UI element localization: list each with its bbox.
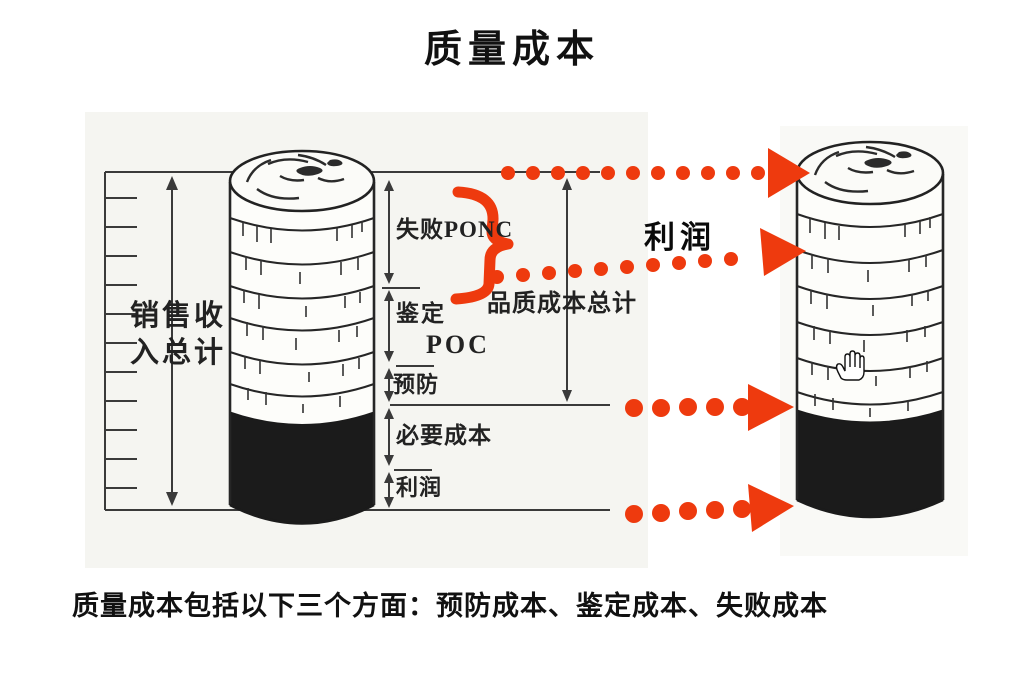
sales-revenue-label-line2: 入总计: [130, 337, 227, 369]
section-label-appraisal: 鉴定: [396, 301, 446, 326]
hand-cursor-icon[interactable]: [835, 350, 865, 381]
dotted-arrow-top: [501, 148, 810, 198]
section-measure-arrowheads: [384, 180, 394, 508]
dotted-arrow-second: [490, 228, 806, 284]
dotted-arrow-bottom: [625, 484, 794, 532]
sales-revenue-label: 销售收 入总计: [130, 298, 226, 372]
section-label-necessary-cost: 必要成本: [396, 423, 492, 448]
sales-revenue-arrow: [166, 176, 178, 506]
section-label-profit: 利润: [396, 475, 443, 500]
quality-total-arrow: [562, 178, 572, 402]
dotted-arrow-third: [625, 384, 794, 431]
quality-cost-total-label: 品质成本总计: [487, 291, 637, 317]
slide-caption: 质量成本包括以下三个方面：预防成本、鉴定成本、失败成本: [72, 591, 828, 621]
left-coin-stack-icon: [228, 149, 376, 525]
slide-title: 质量成本: [423, 29, 600, 71]
section-label-failure-ponc: 失败PONC: [396, 217, 514, 242]
section-label-poc: POC: [426, 330, 490, 359]
sales-revenue-label-line1: 销售收: [130, 300, 227, 332]
red-brace: [450, 186, 514, 305]
section-label-prevention: 预防: [393, 372, 440, 397]
right-coin-stack-icon: [795, 140, 945, 519]
profit-callout-label: 利润: [644, 220, 716, 255]
